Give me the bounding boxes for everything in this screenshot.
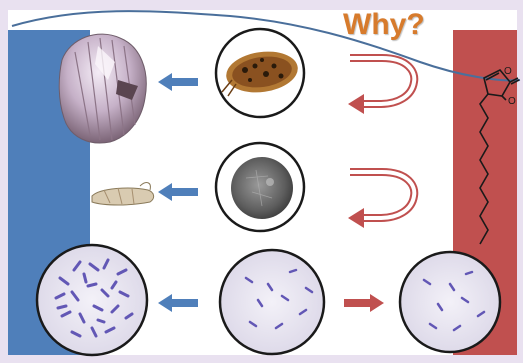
svg-text:O: O: [508, 96, 516, 107]
cyprid-circle: [216, 29, 304, 117]
molecule-oxygen-labels: O O: [504, 66, 516, 107]
barnacle-image: [59, 34, 146, 143]
blue-arrow-row3: [158, 294, 198, 312]
blue-arrow-row2: [158, 183, 198, 201]
red-uturn-row1: [348, 58, 414, 114]
juvenile-image: [92, 183, 154, 205]
blue-arrow-row1: [158, 73, 198, 91]
spore-circle: [216, 143, 304, 231]
bacteria-sparse-plate-right: [400, 252, 500, 352]
svg-text:O: O: [504, 66, 512, 77]
diagram-title: Why?: [343, 8, 443, 48]
red-uturn-row2: [348, 172, 414, 228]
bacteria-sparse-plate-middle: [220, 250, 324, 354]
red-arrow-row3: [344, 294, 384, 312]
bacteria-dense-plate: [37, 245, 147, 355]
